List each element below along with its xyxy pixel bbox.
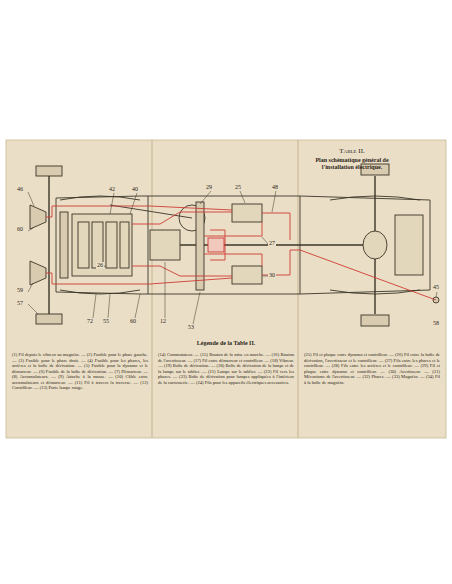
callout-number: 60 — [16, 226, 24, 233]
callout-number: 45 — [432, 284, 440, 291]
legend-column: (1) Fil depuis le vibreur au magnéto. — … — [12, 352, 148, 391]
callout-number: 46 — [16, 186, 24, 193]
legend-heading: Légende de la Table II. — [156, 340, 296, 347]
callout-number: 53 — [187, 324, 195, 331]
table-title: Table II. — [300, 147, 404, 155]
table-subtitle: Plan schématique général de l'installati… — [300, 157, 404, 171]
callout-number: 26 — [96, 262, 104, 269]
callout-number: 27 — [268, 240, 276, 247]
callout-number: 25 — [234, 184, 242, 191]
callout-number: 58 — [432, 320, 440, 327]
callout-number: 30 — [268, 272, 276, 279]
callout-number: 55 — [102, 318, 110, 325]
callout-number: 48 — [271, 184, 279, 191]
callout-number: 60 — [129, 318, 137, 325]
legend-column: (14) Commutateur. — (15) Bouton de la mi… — [158, 352, 294, 385]
callout-number: 12 — [159, 318, 167, 325]
callout-number: 42 — [108, 186, 116, 193]
callout-number: 29 — [205, 184, 213, 191]
callout-number: 59 — [16, 287, 24, 294]
callout-number: 40 — [131, 186, 139, 193]
legend-column: (25) Fil et plaque entre dynamo et contr… — [304, 352, 440, 385]
callout-number: 57 — [16, 300, 24, 307]
callout-number: 72 — [86, 318, 94, 325]
